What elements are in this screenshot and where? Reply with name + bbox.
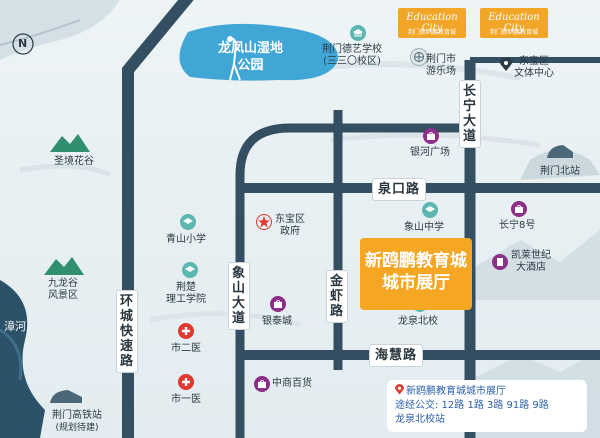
road-label-xiangshan: 象山大道 <box>228 262 250 330</box>
info-bus-lines: 途经公交: 12路 1路 3路 91路 9路 <box>395 400 549 411</box>
mountain-icon <box>50 134 90 152</box>
train-icon <box>50 390 82 403</box>
road-label-haihui: 海慧路 <box>369 344 424 367</box>
train-icon <box>547 145 573 158</box>
poi-yintai[interactable]: 银泰城 <box>262 316 292 327</box>
info-stop-name: 龙泉北校站 <box>395 414 445 425</box>
school-icon <box>182 262 198 278</box>
ferris-wheel-icon <box>410 48 428 66</box>
school-icon <box>180 214 196 230</box>
school-icon <box>422 202 438 218</box>
poi-shengjing[interactable]: 圣境花谷 <box>54 156 94 167</box>
compass: N <box>12 33 34 59</box>
hospital-cross-icon <box>178 323 194 339</box>
shopping-bag-icon <box>511 201 527 217</box>
poi-kailai-hotel[interactable]: 凯莱世纪大酒店 <box>511 250 551 273</box>
exhibition-hall-callout[interactable]: 新鸥鹏教育城城市展厅 <box>360 238 472 310</box>
poi-jiulonggu[interactable]: 九龙谷风景区 <box>48 278 78 301</box>
government-star-icon <box>256 214 272 230</box>
poi-longquan-north[interactable]: 龙泉北校 <box>398 316 438 327</box>
poi-hsr-station[interactable]: 荆门高铁站(规划待建) <box>52 410 102 433</box>
poi-qingshan-school[interactable]: 青山小学 <box>166 234 206 245</box>
transit-info-box: 新鸥鹏教育城城市展厅 途经公交: 12路 1路 3路 91路 9路 龙泉北校站 <box>387 380 587 432</box>
poi-hospital-1[interactable]: 市一医 <box>171 394 201 405</box>
shopping-bag-icon <box>254 376 270 392</box>
lake-label: 龙凤山湿地公园 <box>218 41 284 73</box>
poi-amusement-park[interactable]: 荆门市游乐场 <box>426 54 456 77</box>
lake-shape <box>179 23 339 81</box>
info-title: 新鸥鹏教育城城市展厅 <box>406 386 506 397</box>
school-icon <box>350 25 366 41</box>
road-label-jinxia: 金虾路 <box>326 270 348 323</box>
location-pin-icon <box>500 57 512 76</box>
hospital-cross-icon <box>178 374 194 390</box>
poi-jingchu-institute[interactable]: 荆楚理工学院 <box>166 282 206 305</box>
poi-yinhe-square[interactable]: 银河广场 <box>410 147 450 158</box>
compass-icon <box>12 33 34 55</box>
river-label: 漳河 <box>4 320 26 333</box>
road-label-huancheng: 环城快速路 <box>116 290 138 373</box>
poi-dongbao-government[interactable]: 东宝区政府 <box>275 214 305 237</box>
poi-jingmen-school[interactable]: 荆门德艺学校(三三〇校区) <box>322 44 382 67</box>
poi-changning-8[interactable]: 长宁8号 <box>499 220 536 231</box>
poi-zhongshang[interactable]: 中商百货 <box>272 378 312 389</box>
road-label-quankou: 泉口路 <box>372 178 427 201</box>
poi-jingmen-north-station[interactable]: 荆门北站 <box>540 166 580 177</box>
road-arc <box>235 123 470 438</box>
road-label-changning: 长宁大道 <box>459 80 481 148</box>
mountain-icon <box>44 257 84 275</box>
shopping-bag-icon <box>270 296 286 312</box>
location-pin-icon <box>395 384 404 395</box>
compass-north: N <box>18 37 28 50</box>
poi-xiangshan-school[interactable]: 象山中学 <box>404 222 444 233</box>
poi-dongbao-culture[interactable]: 东宝区文体中心 <box>514 56 554 79</box>
hotel-icon <box>492 254 508 270</box>
shopping-bag-icon <box>423 128 439 144</box>
poi-hospital-2[interactable]: 市二医 <box>171 343 201 354</box>
